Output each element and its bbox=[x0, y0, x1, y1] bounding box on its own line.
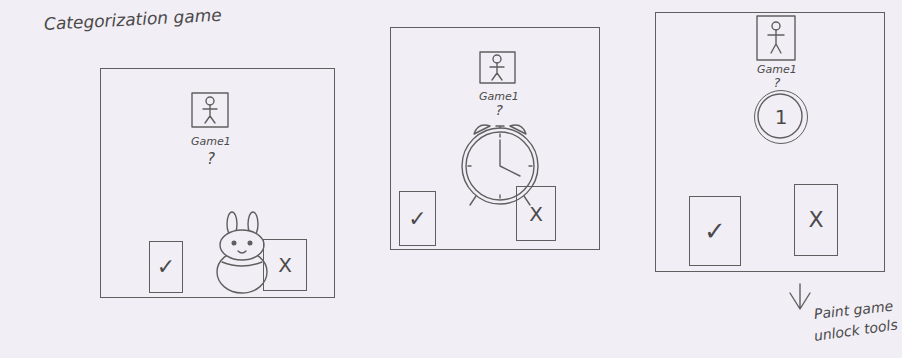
rabbit-character bbox=[217, 212, 267, 293]
stick-figure-picture bbox=[757, 16, 795, 60]
check-button: ✓ bbox=[689, 196, 741, 266]
phone-screen: Game1? ✓ X bbox=[390, 27, 600, 250]
button-symbol: X bbox=[278, 255, 292, 275]
button-symbol: ✓ bbox=[704, 218, 726, 244]
rabbit-ear bbox=[227, 212, 237, 236]
rabbit-mouth bbox=[238, 251, 246, 253]
cross-button: X bbox=[516, 186, 556, 241]
alarm-clock bbox=[462, 125, 538, 205]
check-button: ✓ bbox=[149, 241, 183, 293]
figure-head bbox=[772, 22, 780, 30]
rabbit-ear bbox=[248, 212, 258, 236]
question-mark: ? bbox=[774, 76, 781, 89]
rabbit-eye bbox=[232, 241, 236, 245]
clock-rim bbox=[466, 132, 534, 200]
picture-frame bbox=[192, 93, 228, 127]
button-symbol: 1 bbox=[775, 107, 788, 127]
button-symbol: X bbox=[808, 209, 823, 231]
picture-frame bbox=[757, 16, 795, 60]
rabbit-collar bbox=[222, 262, 262, 266]
rabbit-head bbox=[220, 230, 264, 260]
figure-body bbox=[768, 30, 784, 53]
clock-bell bbox=[474, 125, 490, 134]
down-arrow bbox=[790, 284, 810, 309]
question-mark: ? bbox=[207, 152, 215, 167]
game-name: Game1 bbox=[757, 64, 797, 75]
clock-hands bbox=[500, 140, 520, 176]
rabbit-eye bbox=[248, 241, 252, 245]
stick-figure-picture bbox=[480, 52, 515, 83]
button-symbol: ✓ bbox=[408, 208, 426, 230]
question-mark: ? bbox=[496, 103, 503, 117]
check-button: ✓ bbox=[399, 191, 436, 246]
cross-button: X bbox=[794, 184, 838, 256]
button-symbol: X bbox=[529, 204, 543, 224]
stick-figure-picture bbox=[192, 93, 228, 127]
coin-icon: 1 bbox=[754, 90, 808, 144]
game-name: Game1 bbox=[191, 136, 231, 147]
figure-body bbox=[203, 105, 217, 123]
phone-screen: Game1? ✓ X bbox=[100, 68, 335, 298]
clock-handle bbox=[496, 126, 504, 128]
rabbit-body bbox=[217, 251, 267, 293]
title-note: Categorization game bbox=[43, 5, 222, 34]
picture-frame bbox=[480, 52, 515, 83]
phone-screen: Game1? 1 ✓ X bbox=[655, 12, 885, 272]
button-symbol: ✓ bbox=[157, 256, 175, 278]
clock-ticks bbox=[468, 134, 532, 198]
game-name: Game1 bbox=[479, 91, 519, 102]
figure-body bbox=[490, 63, 504, 80]
clock-legs bbox=[470, 196, 530, 205]
clock-bell bbox=[510, 125, 526, 134]
coin-inner-ring bbox=[758, 94, 802, 138]
cross-button: X bbox=[263, 239, 307, 291]
figure-head bbox=[206, 97, 214, 105]
figure-head bbox=[493, 55, 501, 63]
clock-face bbox=[462, 128, 538, 204]
